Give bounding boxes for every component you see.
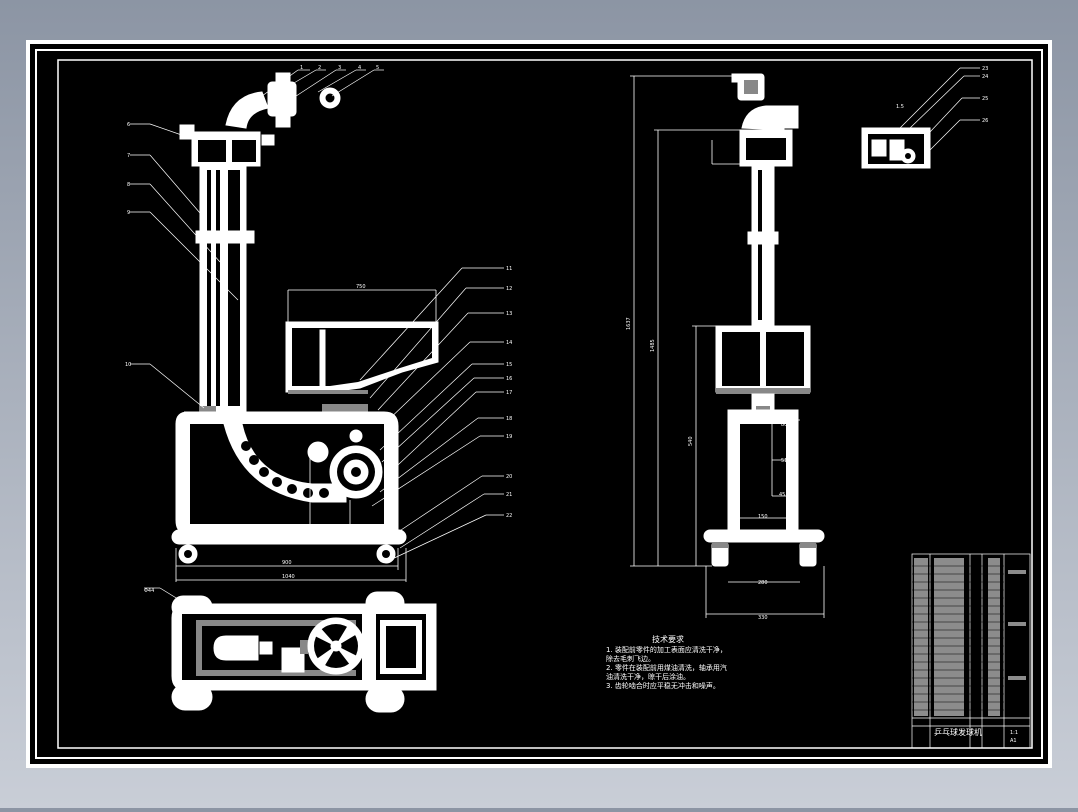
side-view [630,67,980,618]
callout-6: 6 [127,122,130,128]
dim-base-inner: 900 [282,560,292,566]
callout-18: 18 [506,416,512,422]
callout-22: 22 [506,513,512,519]
callout-14: 14 [506,340,512,346]
dim-base-height: 540 [688,436,694,446]
callout-17: 17 [506,390,512,396]
bom-rows [914,558,1026,716]
dim-150: 150 [758,514,768,520]
motor-top [213,635,259,661]
callout-1: 1 [300,65,303,71]
top-view [171,591,437,713]
dim-45: 45 [779,492,785,498]
mast-side [751,165,775,327]
dim-total-height: 1637 [626,317,632,330]
callout-16: 16 [506,376,512,382]
callout-5: 5 [376,65,379,71]
dim-hopper-width: 750 [356,284,366,290]
front-view [130,69,504,605]
callout-10: 10 [125,362,131,368]
title-block-scale: 1:1 [1010,730,1018,736]
callout-8: 8 [127,182,130,188]
detail-scale-label: 1.5 [896,104,904,110]
dim-330: 330 [758,615,768,621]
dim-80: 80 [781,422,787,428]
callout-15: 15 [506,362,512,368]
tech-line-2: 除去毛刺飞边。 [606,654,655,663]
motor [307,441,329,463]
dim-base-outer: 1040 [282,574,295,580]
sheet-border [35,49,1043,759]
dim-wheel-note: Φ44 [144,588,154,594]
callout-19: 19 [506,434,512,440]
callout-11: 11 [506,266,512,272]
callout-4: 4 [358,65,361,71]
dim-51: 51 [781,458,787,464]
drawing-frame [57,59,1033,749]
callout-25: 25 [982,96,988,102]
tech-line-5: 3. 齿轮啮合时应平稳无冲击和噪声。 [606,681,720,690]
dim-mast-height: 1485 [650,339,656,352]
callout-2: 2 [318,65,321,71]
callout-20: 20 [506,474,512,480]
callout-3: 3 [338,65,341,71]
callout-24: 24 [982,74,988,80]
callout-23: 23 [982,66,988,72]
callout-7: 7 [127,153,130,159]
tech-line-4: 油清洗干净，晾干后涂油。 [606,672,690,681]
title-block-name: 乒乓球发球机 [934,727,982,737]
callout-9: 9 [127,210,130,216]
callout-26: 26 [982,118,988,124]
title-block [911,553,1031,749]
mast-clamp [195,230,255,244]
launcher-head [267,81,297,117]
tech-requirements-title: 技术要求 [652,634,684,644]
callout-13: 13 [506,311,512,317]
tech-line-3: 2. 零件在装配前用煤油清洗，轴承用汽 [606,663,727,672]
tech-line-1: 1. 装配前零件的加工表面应清洗干净， [606,645,727,654]
callout-12: 12 [506,286,512,292]
callout-21: 21 [506,492,512,498]
title-block-sheet: A1 [1010,738,1017,744]
dim-280: 280 [758,580,768,586]
base-platform [171,529,407,545]
